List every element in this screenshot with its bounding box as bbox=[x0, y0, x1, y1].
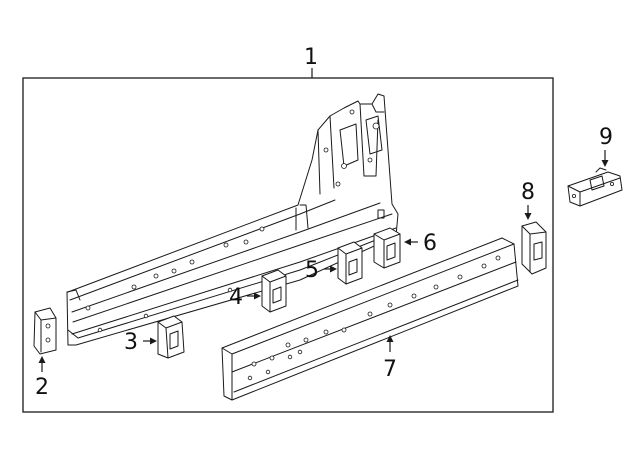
callout-8-label: 8 bbox=[521, 180, 535, 205]
part-6-reinforcement[interactable] bbox=[373, 227, 401, 269]
callout-1-label: 1 bbox=[304, 45, 318, 70]
callout-5-label: 5 bbox=[305, 258, 319, 283]
part-7-rocker-panel[interactable] bbox=[221, 237, 519, 401]
callout-8[interactable]: 8 bbox=[521, 180, 535, 220]
callout-6[interactable]: 6 bbox=[404, 231, 437, 256]
assembly-frame bbox=[22, 77, 554, 413]
callout-6-label: 6 bbox=[423, 231, 437, 256]
part-4-reinforcement[interactable] bbox=[261, 269, 287, 313]
part-9-bracket[interactable] bbox=[567, 167, 623, 207]
callout-4-label: 4 bbox=[229, 285, 243, 310]
callout-7-label: 7 bbox=[383, 357, 397, 382]
part-1-rocker-pillar-panel[interactable] bbox=[66, 93, 399, 346]
callout-9-label: 9 bbox=[599, 125, 613, 150]
callout-3-label: 3 bbox=[124, 330, 138, 355]
part-5-reinforcement[interactable] bbox=[337, 241, 363, 285]
callout-3[interactable]: 3 bbox=[124, 330, 157, 355]
callout-5[interactable]: 5 bbox=[305, 258, 337, 283]
callout-1[interactable]: 1 bbox=[304, 45, 318, 78]
callout-4[interactable]: 4 bbox=[229, 285, 261, 310]
part-8-end-bracket[interactable] bbox=[521, 221, 547, 275]
callout-9[interactable]: 9 bbox=[599, 125, 613, 167]
callout-2[interactable]: 2 bbox=[35, 356, 49, 400]
callout-2-label: 2 bbox=[35, 375, 49, 400]
part-3-reinforcement[interactable] bbox=[157, 315, 185, 359]
callout-7[interactable]: 7 bbox=[383, 335, 397, 382]
part-2-bracket[interactable] bbox=[33, 307, 57, 355]
